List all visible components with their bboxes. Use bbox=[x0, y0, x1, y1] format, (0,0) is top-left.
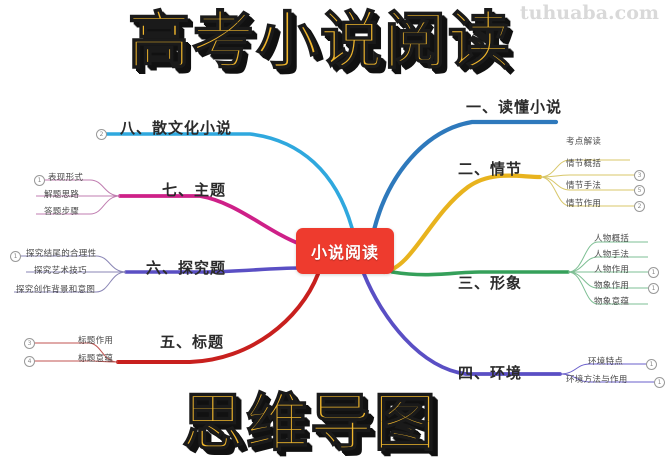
sub-label-6-0[interactable]: 探究结尾的合理性 bbox=[26, 249, 97, 259]
sub-label-6-2[interactable]: 探究创作背景和意图 bbox=[16, 285, 96, 295]
branch-line-4 bbox=[362, 272, 562, 376]
sub-label-5-0[interactable]: 标题作用 bbox=[78, 336, 114, 346]
sub-label-2-0[interactable]: 考点解读 bbox=[566, 137, 602, 147]
sub-endmark-5-1[interactable]: 4 bbox=[24, 356, 35, 367]
sub-lines-4 bbox=[559, 363, 660, 383]
sub-lines-7 bbox=[36, 179, 121, 215]
sub-endmark-2-2[interactable]: 5 bbox=[634, 185, 645, 196]
sub-endmark-8-0[interactable]: 2 bbox=[96, 129, 107, 140]
sub-lines-2 bbox=[539, 159, 636, 207]
site-watermark: tuhuaba.com bbox=[519, 2, 659, 24]
branch-label-4[interactable]: 四、环境 bbox=[458, 364, 523, 382]
branch-label-1[interactable]: 一、读懂小说 bbox=[466, 98, 563, 116]
branch-line-3 bbox=[390, 270, 570, 277]
sub-endmark-3-2[interactable]: 1 bbox=[648, 267, 659, 278]
branch-line-6 bbox=[124, 266, 302, 274]
sub-label-3-1[interactable]: 人物手法 bbox=[594, 250, 630, 260]
page-title-bottom: 思维导图 bbox=[181, 386, 439, 459]
sub-endmark-4-0[interactable]: 1 bbox=[646, 359, 657, 370]
branch-label-2[interactable]: 二、情节 bbox=[458, 160, 523, 178]
sub-label-3-3[interactable]: 物象作用 bbox=[594, 281, 630, 291]
sub-endmark-2-1[interactable]: 3 bbox=[634, 170, 645, 181]
sub-endmark-2-3[interactable]: 2 bbox=[634, 201, 645, 212]
sub-label-5-1[interactable]: 标题意蕴 bbox=[78, 354, 114, 364]
sub-label-6-1[interactable]: 探究艺术技巧 bbox=[34, 266, 87, 276]
sub-lines-5 bbox=[30, 342, 119, 363]
page-title-top: 高考小说阅读 bbox=[127, 4, 513, 77]
sub-label-7-1[interactable]: 解题思路 bbox=[44, 190, 80, 200]
branch-connectors bbox=[14, 119, 660, 383]
sub-label-7-0[interactable]: 表现形式 bbox=[48, 173, 84, 183]
branch-line-1 bbox=[371, 119, 559, 233]
sub-label-2-1[interactable]: 情节概括 bbox=[566, 159, 602, 169]
central-topic-node[interactable]: 小说阅读 bbox=[296, 228, 394, 274]
sub-label-3-4[interactable]: 物象意蕴 bbox=[594, 297, 630, 307]
branch-label-8[interactable]: 八、散文化小说 bbox=[120, 119, 233, 137]
branch-line-2 bbox=[381, 173, 543, 275]
sub-lines-3 bbox=[567, 241, 650, 305]
sub-label-3-0[interactable]: 人物概括 bbox=[594, 234, 630, 244]
sub-label-2-2[interactable]: 情节手法 bbox=[566, 181, 602, 191]
sub-label-4-0[interactable]: 环境特点 bbox=[588, 357, 624, 367]
sub-endmark-3-3[interactable]: 1 bbox=[648, 283, 659, 294]
mindmap-canvas: tuhuaba.com 高考小说阅读 思维导图 小说阅读 一、读懂小说 二、情节… bbox=[10, 2, 665, 459]
sub-lines-6 bbox=[14, 255, 127, 293]
branch-line-8 bbox=[100, 132, 354, 230]
sub-label-4-1[interactable]: 环境方法与作用 bbox=[566, 375, 628, 385]
sub-endmark-4-1[interactable]: 1 bbox=[654, 377, 665, 388]
central-topic-label: 小说阅读 bbox=[310, 243, 379, 262]
sub-label-7-2[interactable]: 答题步骤 bbox=[44, 207, 80, 217]
branch-label-3[interactable]: 三、形象 bbox=[458, 274, 523, 292]
branch-label-6[interactable]: 六、探究题 bbox=[146, 259, 227, 277]
branch-label-5[interactable]: 五、标题 bbox=[160, 333, 225, 351]
branch-label-7[interactable]: 七、主题 bbox=[162, 181, 227, 199]
branch-line-7 bbox=[118, 194, 302, 246]
sub-endmark-5-0[interactable]: 3 bbox=[24, 338, 35, 349]
sub-endmark-6-0[interactable]: 1 bbox=[10, 251, 21, 262]
sub-label-3-2[interactable]: 人物作用 bbox=[594, 265, 630, 275]
sub-label-2-3[interactable]: 情节作用 bbox=[566, 199, 602, 209]
sub-endmark-7-0[interactable]: 1 bbox=[34, 175, 45, 186]
branch-line-5 bbox=[116, 272, 320, 364]
